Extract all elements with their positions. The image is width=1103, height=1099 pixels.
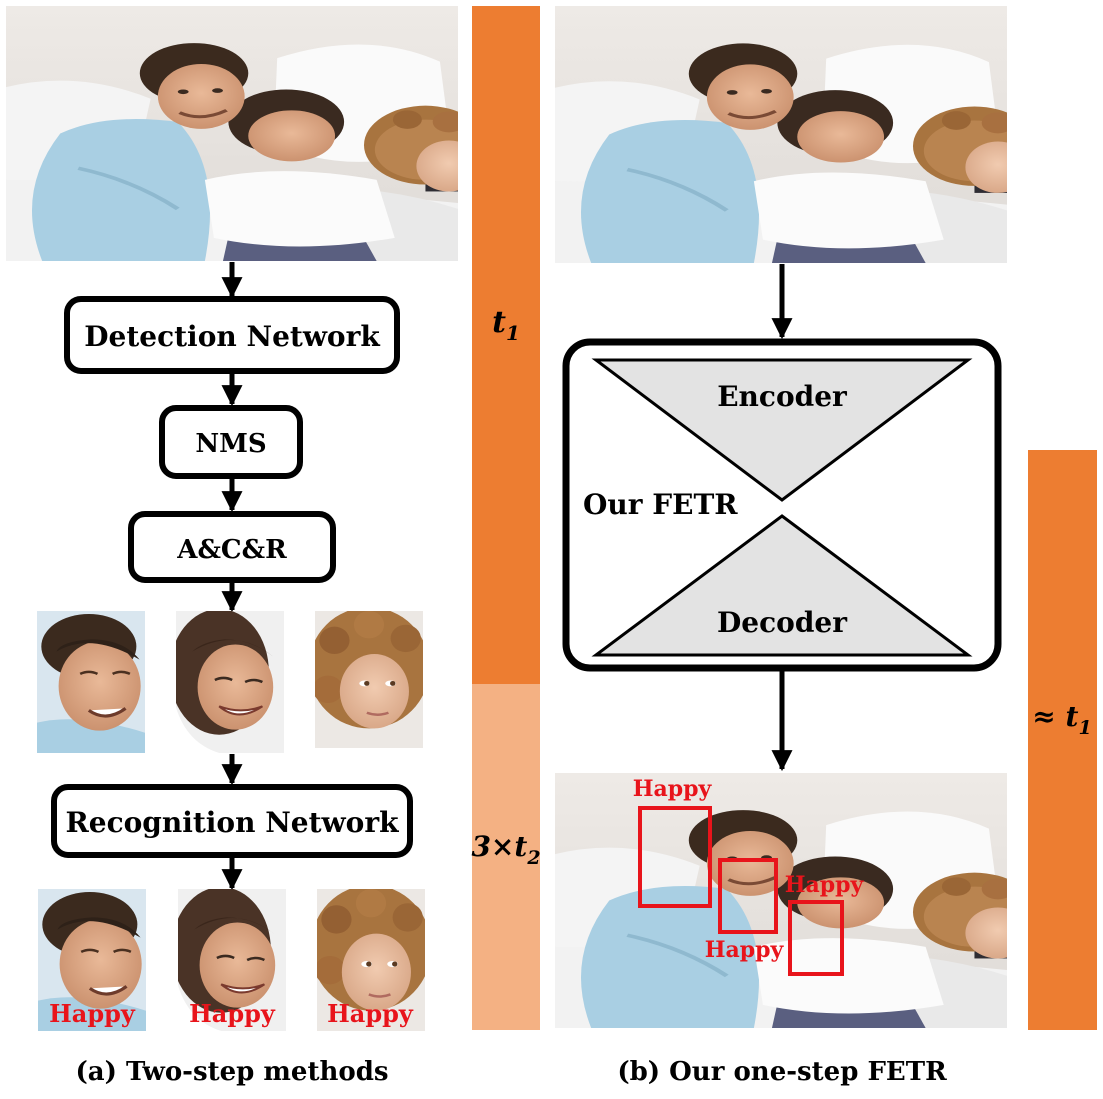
bedroom-photo-icon-right xyxy=(555,6,1036,263)
detection-label-man: Happy xyxy=(633,776,713,802)
model-name-label: Our FETR xyxy=(583,488,738,521)
encoder-triangle xyxy=(591,358,973,502)
face-label-girl: Happy xyxy=(327,999,414,1028)
three-t2-label: 3×t2 xyxy=(471,830,540,869)
right-input-photo xyxy=(555,6,1036,263)
t1-bar-segment xyxy=(472,6,540,684)
bedroom-photo-icon xyxy=(6,6,487,261)
face-crops-row xyxy=(37,611,423,753)
decoder-label: Decoder xyxy=(717,606,848,639)
encoder-label: Encoder xyxy=(717,380,848,413)
woman-face-crop-icon xyxy=(176,611,284,753)
approx-t1-label: ≈ t1 xyxy=(1032,700,1091,739)
t2-bar-segment xyxy=(472,684,540,1030)
one-step-time-bar: ≈ t1 xyxy=(1028,450,1097,1030)
nms-label: NMS xyxy=(195,429,266,459)
right-caption: (b) Our one-step FETR xyxy=(617,1057,947,1087)
left-caption: (a) Two-step methods xyxy=(75,1057,388,1087)
t1-label: t1 xyxy=(492,305,520,345)
recognition-network-box: Recognition Network xyxy=(51,784,413,858)
recognized-faces-row: Happy Happy Happy xyxy=(38,889,425,1031)
detection-label-girl: Happy xyxy=(785,872,865,898)
detection-network-label: Detection Network xyxy=(84,320,380,353)
detection-box-girl xyxy=(788,900,844,976)
face-label-man: Happy xyxy=(49,999,136,1028)
decoder-triangle xyxy=(591,514,973,657)
man-face-crop-icon xyxy=(37,611,145,753)
right-output-photo: Happy Happy Happy xyxy=(555,773,1036,1028)
two-step-time-bar: t1 3×t2 xyxy=(471,6,541,1030)
detection-box-man xyxy=(638,806,712,908)
face-label-woman: Happy xyxy=(189,999,276,1028)
detection-box-woman xyxy=(718,858,778,934)
girl-face-crop-icon xyxy=(315,611,423,748)
nms-box: NMS xyxy=(159,405,303,479)
left-input-photo xyxy=(6,6,487,261)
detection-label-woman: Happy xyxy=(705,937,785,963)
detection-network-box: Detection Network xyxy=(64,296,400,374)
recognition-network-label: Recognition Network xyxy=(65,806,399,839)
fetr-model-box: Encoder Decoder Our FETR xyxy=(562,338,1002,672)
acr-box: A&C&R xyxy=(128,511,336,583)
approx-t1-bar xyxy=(1028,450,1097,1030)
acr-label: A&C&R xyxy=(176,535,287,565)
